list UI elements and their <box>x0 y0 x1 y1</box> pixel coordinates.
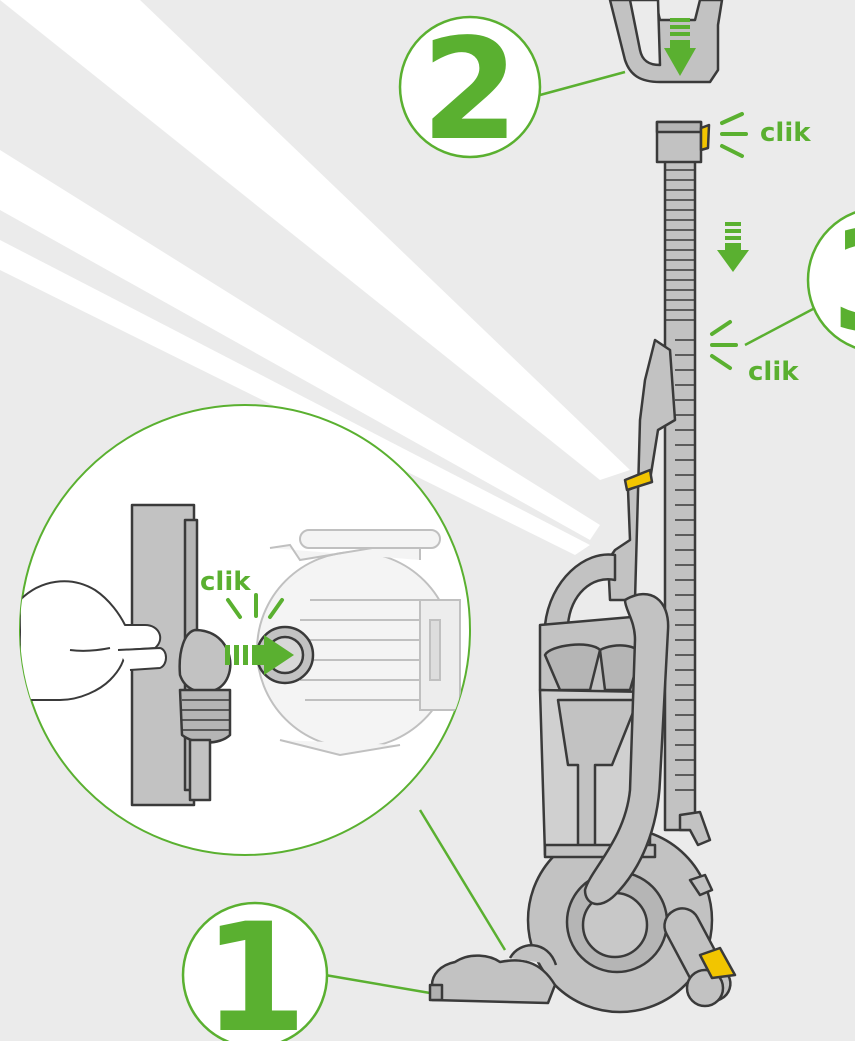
hose-handle-top <box>608 0 724 84</box>
step-1-badge: 1 <box>181 892 329 1041</box>
click-rays-icon <box>720 112 748 158</box>
vacuum-cleaner <box>428 120 737 1014</box>
step-3-badge: 3 <box>806 201 855 364</box>
click-rays-icon <box>226 593 284 619</box>
detail-magnifier: clik <box>19 404 471 856</box>
floor-head <box>430 954 557 1005</box>
clik-label-tool: clik <box>200 567 251 597</box>
step-3-number: 3 <box>831 201 855 364</box>
faded-ball <box>256 529 461 757</box>
down-arrow-icon <box>664 18 696 76</box>
clik-label-top: clik <box>760 118 811 148</box>
hand-icon <box>20 580 167 701</box>
floor-tool <box>130 503 232 807</box>
step-2-number: 2 <box>421 9 518 172</box>
click-rays-icon <box>710 320 738 370</box>
leader-lines <box>324 70 831 995</box>
step-2-badge: 2 <box>398 9 542 172</box>
hose <box>583 592 670 906</box>
clik-label-mid: clik <box>748 357 799 387</box>
projection-beams <box>0 0 630 555</box>
right-arrow-icon <box>225 635 294 675</box>
down-arrow-icon <box>717 222 749 272</box>
step-1-number: 1 <box>203 892 307 1041</box>
